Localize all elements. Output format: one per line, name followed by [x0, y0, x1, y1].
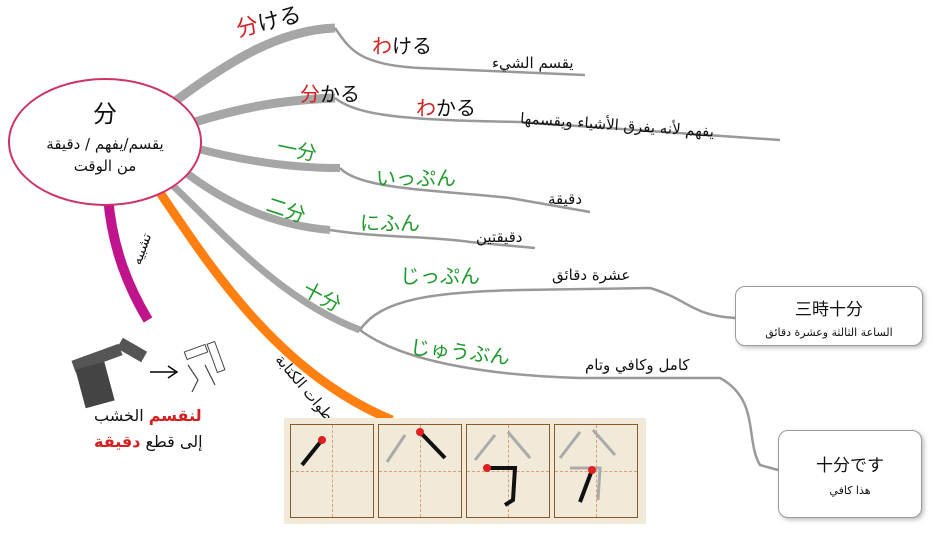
reading-wakaru-rest: かる: [436, 96, 476, 120]
thin-juppun: [358, 286, 736, 331]
meaning-nifun: دقيقتين: [476, 228, 523, 246]
orange-branch: [146, 175, 394, 425]
simile-line-1-rest: الخشب: [94, 406, 149, 425]
stroke-cell-3: [466, 424, 550, 518]
thin-nifun: [329, 228, 536, 250]
simile-line-1: لنقسم الخشب: [94, 408, 202, 424]
simile-line-1-red: لنقسم: [148, 406, 202, 425]
reading-wakeru-red: わ: [372, 34, 392, 58]
stroke-order-grid: [284, 418, 646, 524]
wood-illustration: [71, 337, 226, 409]
time-box: 三時十分 الساعة الثالثة وعشرة دقائق: [735, 286, 923, 346]
stroke-cell-4: [554, 424, 638, 518]
label-wakaru-kana: かる: [320, 82, 360, 106]
center-meaning-2: من الوقت: [73, 157, 137, 175]
reading-wakaru: わかる: [416, 98, 476, 118]
branch-ippun: [193, 144, 341, 172]
reading-wakeru: わける: [372, 36, 432, 56]
enough-box-jp: 十分です: [816, 456, 884, 476]
reading-nifun: にふん: [360, 211, 420, 235]
thin-wakeru: [333, 27, 586, 77]
reading-wakeru-rest: ける: [392, 34, 432, 58]
meaning-ippun: دقيقة: [548, 190, 583, 208]
reading-wakaru-red: わ: [416, 96, 436, 120]
branch-juppun: [162, 175, 362, 334]
meaning-juppun: عشرة دقائق: [552, 266, 631, 284]
thin-juubun: [359, 328, 779, 472]
meaning-wakeru: يقسم الشيء: [492, 54, 574, 72]
label-wakaru-kanji: 分: [300, 82, 320, 106]
magenta-branch: [103, 195, 153, 323]
time-box-ar: الساعة الثالثة وعشرة دقائق: [765, 326, 893, 339]
meaning-juubun: كامل وكافي وتام: [585, 356, 690, 374]
center-meaning-1: يقسم/يفهم / دقيقة: [46, 135, 164, 153]
simile-line-2-red: دقيقة: [94, 432, 141, 451]
simile-line-2-rest: إلى قطع: [140, 432, 203, 451]
stroke-cell-2: [378, 424, 462, 518]
time-box-jp: 三時十分: [795, 300, 863, 320]
reading-ippun: いっぷん: [376, 166, 456, 190]
center-node: 分 يقسم/يفهم / دقيقة من الوقت: [8, 78, 202, 206]
branch-wakaru: [193, 93, 336, 127]
enough-box: 十分です هذا كافي: [778, 430, 922, 518]
simile-line-2: إلى قطع دقيقة: [94, 434, 203, 450]
label-wakaru: 分かる: [300, 84, 360, 104]
branch-wakeru: [167, 23, 336, 109]
thin-ippun: [339, 167, 591, 214]
thin-wakaru: [334, 97, 781, 142]
reading-juppun: じっぷん: [400, 264, 480, 288]
center-kanji: 分: [93, 100, 117, 128]
branch-nifun: [177, 164, 331, 234]
enough-box-ar: هذا كافي: [829, 484, 871, 497]
stroke-cell-1: [290, 424, 374, 518]
